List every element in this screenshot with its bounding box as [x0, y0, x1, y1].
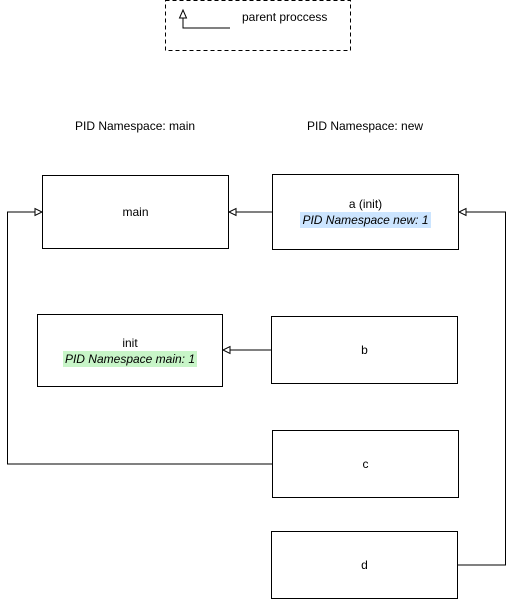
- process-d-title: d: [361, 558, 368, 572]
- process-a-title: a (init): [348, 197, 383, 211]
- legend-arrow: [178, 8, 230, 29]
- process-a-namespace-pid: PID Namespace new: 1: [300, 212, 431, 228]
- namespace-main-label: PID Namespace: main: [75, 119, 196, 133]
- process-init: init PID Namespace main: 1: [37, 314, 223, 387]
- process-c: c: [272, 430, 459, 498]
- legend-box: [165, 0, 351, 51]
- process-main-title: main: [122, 205, 149, 219]
- edge-d-to-a: [457, 207, 506, 566]
- process-d: d: [271, 531, 458, 599]
- process-init-namespace-pid: PID Namespace main: 1: [62, 350, 198, 367]
- process-c-title: c: [362, 457, 369, 471]
- legend-label: parent proccess: [242, 10, 328, 24]
- edge-c-to-main: [7, 207, 272, 465]
- process-b-title: b: [361, 343, 368, 357]
- edge-b-to-init: [221, 345, 271, 355]
- process-main: main: [42, 175, 229, 249]
- process-a: a (init) PID Namespace new: 1: [272, 174, 459, 250]
- process-init-title: init: [122, 335, 138, 350]
- edge-a-to-main: [227, 207, 272, 217]
- process-b: b: [271, 316, 458, 384]
- namespace-new-label: PID Namespace: new: [307, 119, 424, 133]
